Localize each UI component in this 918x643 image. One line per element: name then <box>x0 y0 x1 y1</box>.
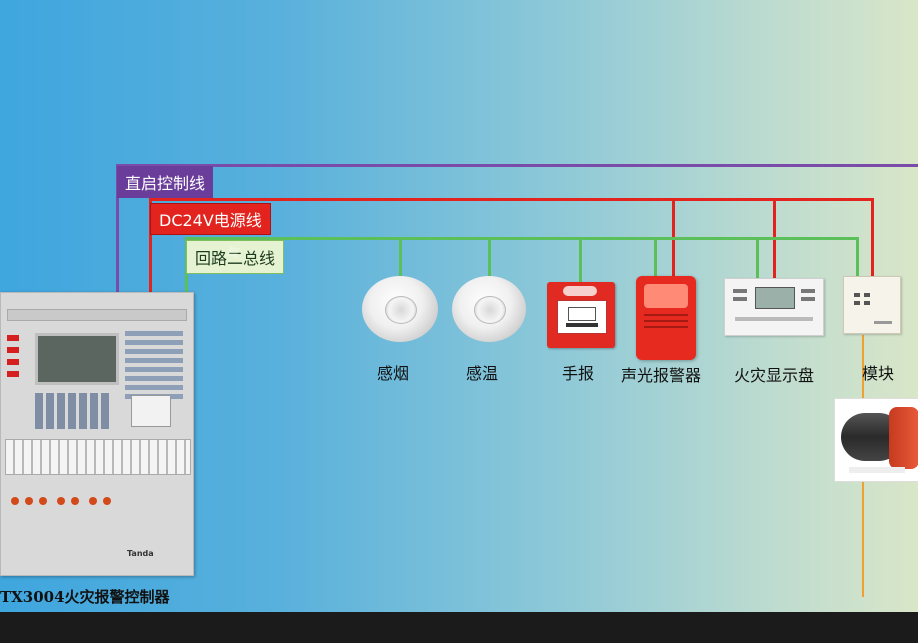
panel-brand-text: Tanda <box>127 549 154 558</box>
panel-zone-grid <box>5 439 191 475</box>
panel-header-strip <box>7 309 187 321</box>
power-line-vertical-panel <box>149 198 152 294</box>
panel-lcd-screen <box>35 333 119 385</box>
loop-drop-display <box>756 237 759 279</box>
power-drop-module <box>871 198 874 276</box>
direct-control-line-horizontal <box>116 164 918 167</box>
direct-control-line-label: 直启控制线 <box>117 166 214 198</box>
power-line-label: DC24V电源线 <box>150 203 271 235</box>
fan-icon <box>834 398 918 482</box>
fire-display-panel-label: 火灾显示盘 <box>734 366 815 385</box>
direct-control-line-vertical <box>116 164 119 294</box>
manual-call-point-icon <box>547 282 615 348</box>
fire-display-panel-icon <box>724 278 824 336</box>
loop-bus-label: 回路二总线 <box>186 240 285 274</box>
smoke-detector-icon <box>362 276 438 342</box>
control-panel-title: TX3004火灾报警控制器 <box>0 588 170 606</box>
loop-drop-heat <box>488 237 491 277</box>
loop-drop-module <box>856 237 859 277</box>
loop-line-horizontal <box>185 237 859 240</box>
heat-detector-icon <box>452 276 526 342</box>
panel-printer <box>131 395 171 427</box>
heat-detector-label: 感温 <box>466 364 499 383</box>
bottom-bar <box>0 612 918 643</box>
module-icon <box>843 276 901 334</box>
loop-drop-alarm <box>654 237 657 277</box>
fire-alarm-control-panel: Tanda <box>0 292 194 576</box>
manual-call-point-label: 手报 <box>562 364 595 383</box>
panel-control-buttons <box>7 481 127 509</box>
module-label: 模块 <box>862 364 895 383</box>
loop-drop-manual <box>579 237 582 283</box>
power-line-horizontal <box>149 198 874 201</box>
panel-side-buttons <box>125 331 183 401</box>
sound-light-alarm-label: 声光报警器 <box>621 366 702 385</box>
loop-drop-smoke <box>399 237 402 277</box>
sound-light-alarm-icon <box>636 276 696 360</box>
smoke-detector-label: 感烟 <box>377 364 410 383</box>
panel-red-indicators <box>7 333 29 393</box>
panel-keypad <box>35 393 111 429</box>
